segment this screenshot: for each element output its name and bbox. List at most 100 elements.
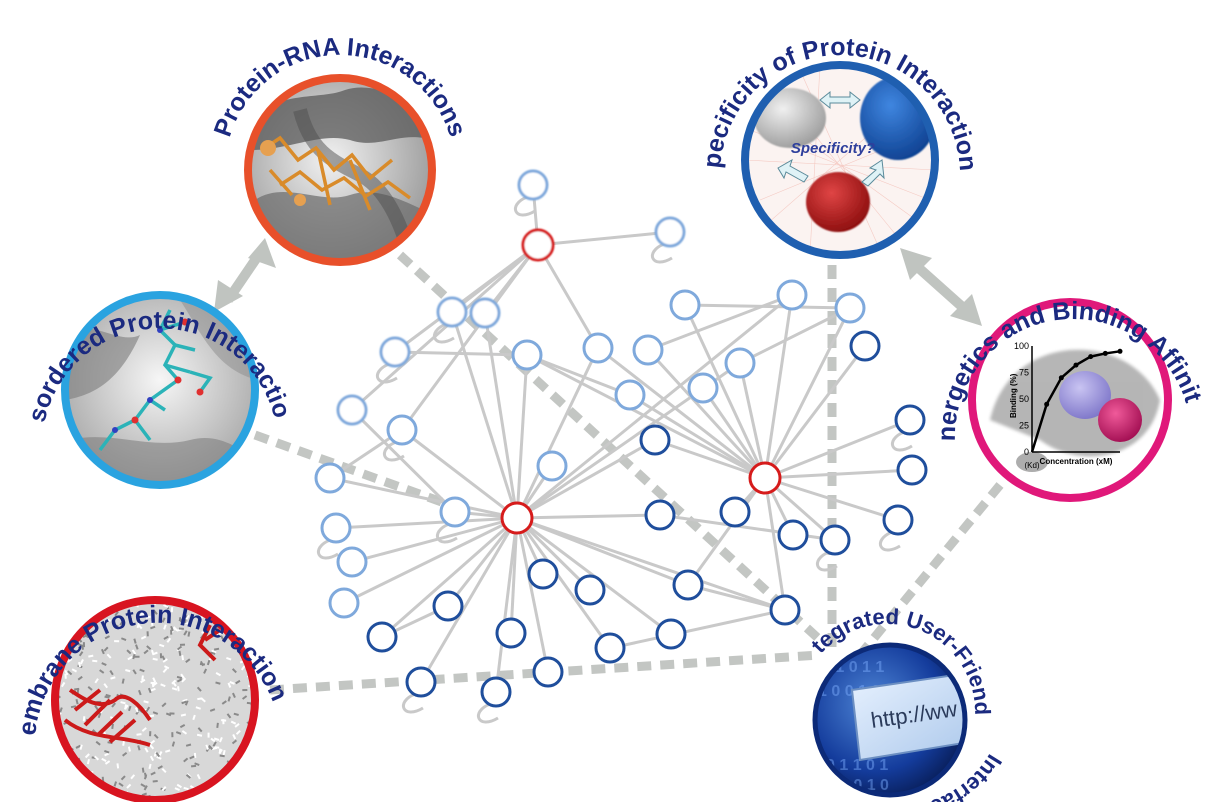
binding-curve xyxy=(1030,348,1123,453)
network-node xyxy=(495,617,527,649)
network-edge xyxy=(446,517,519,607)
specificity-question-text: Specificity? xyxy=(791,140,875,157)
network-edge xyxy=(526,353,631,397)
network-edge xyxy=(351,243,539,412)
network-self-loop xyxy=(879,530,901,552)
network-edge xyxy=(764,418,911,480)
network-edge xyxy=(515,516,592,592)
network-node xyxy=(336,394,368,426)
module-disordered: Disordered Protein Interactions xyxy=(0,0,296,489)
network-self-loop xyxy=(651,242,673,264)
binding-kd-label: (Kd) xyxy=(1024,461,1039,470)
network-node xyxy=(469,297,501,329)
network-edge xyxy=(739,306,851,365)
network-node xyxy=(654,216,686,248)
network-self-loop xyxy=(816,550,838,572)
network-edge xyxy=(701,387,767,479)
network-node xyxy=(574,574,606,606)
network-edge xyxy=(687,583,786,612)
network-edge xyxy=(629,393,766,480)
network-edge xyxy=(537,230,671,247)
network-edge xyxy=(646,348,767,480)
network-node xyxy=(894,404,926,436)
network-edge xyxy=(683,304,767,479)
network-edge xyxy=(654,438,766,480)
network-node xyxy=(849,330,881,362)
network-node xyxy=(672,569,704,601)
network-edge xyxy=(647,293,793,352)
protein-rna-surface-image xyxy=(248,78,432,262)
network-node xyxy=(379,336,411,368)
binding-y-tick-label: 75 xyxy=(1019,368,1029,378)
binding-data-point xyxy=(1044,401,1050,407)
network-edge xyxy=(516,438,656,520)
network-node xyxy=(594,632,626,664)
protein-specificity-image: Specificity? xyxy=(745,65,935,255)
network-node xyxy=(336,546,368,578)
network-edge xyxy=(597,346,766,480)
network-hub-node xyxy=(500,501,534,535)
network-self-loop xyxy=(376,362,398,384)
network-edge xyxy=(738,362,767,479)
network-node xyxy=(314,462,346,494)
network-node xyxy=(655,618,687,650)
binding-data-point xyxy=(1102,350,1108,356)
network-self-loop xyxy=(514,195,536,217)
network-node xyxy=(669,289,701,321)
network-node xyxy=(896,454,928,486)
binding-y-tick-label: 0 xyxy=(1024,447,1029,457)
network-node xyxy=(719,496,751,528)
network-node xyxy=(536,450,568,482)
http-screen-image: 0 1 0 1 1 1 0 0 1 0 0 1 1 0 1 1 0 1 0 ht… xyxy=(815,645,965,795)
network-node xyxy=(436,296,468,328)
network-edge xyxy=(610,608,786,650)
connector-rna xyxy=(396,251,824,644)
network-self-loop xyxy=(317,538,339,560)
network-edge xyxy=(335,516,518,530)
network-node xyxy=(439,496,471,528)
network-edge xyxy=(536,244,600,349)
network-edge xyxy=(763,307,852,479)
membrane-protein-image xyxy=(55,600,255,800)
binding-y-tick-label: 50 xyxy=(1019,394,1029,404)
network-edge xyxy=(516,513,661,520)
binding-data-point xyxy=(1073,362,1079,368)
network-hub-node xyxy=(521,228,555,262)
network-edge xyxy=(483,312,519,519)
network-node xyxy=(480,676,512,708)
network-edge xyxy=(419,517,519,683)
network-edge xyxy=(515,517,550,673)
network-edge xyxy=(516,516,786,612)
network-node xyxy=(532,656,564,688)
binding-y-axis-label: Binding (%) xyxy=(1009,373,1018,418)
network-edge xyxy=(763,294,794,479)
network-edge xyxy=(526,353,766,480)
network-node xyxy=(724,347,756,379)
network-edge xyxy=(515,347,600,519)
connector-disordered xyxy=(253,430,452,510)
binding-data-point xyxy=(1058,375,1064,381)
dashed-connectors xyxy=(253,251,1004,695)
network-self-loop xyxy=(477,702,499,724)
network-edge xyxy=(381,516,518,639)
network-edge xyxy=(494,517,519,693)
network-node xyxy=(320,512,352,544)
network-node xyxy=(527,558,559,590)
network-edge xyxy=(401,428,518,520)
network-node xyxy=(328,587,360,619)
network-node xyxy=(769,594,801,626)
network-edge xyxy=(764,476,899,522)
network-nodes xyxy=(314,169,928,708)
network-node xyxy=(687,372,719,404)
network-node xyxy=(517,169,549,201)
network-node xyxy=(511,339,543,371)
binding-y-tick-label: 25 xyxy=(1019,421,1029,431)
double-arrow-specificity-energetics xyxy=(900,248,982,326)
network-node xyxy=(386,414,418,446)
network-node xyxy=(639,424,671,456)
network-node xyxy=(644,499,676,531)
module-protein-rna: Protein-RNA Interactions xyxy=(209,33,471,266)
binding-data-point xyxy=(1088,354,1094,360)
